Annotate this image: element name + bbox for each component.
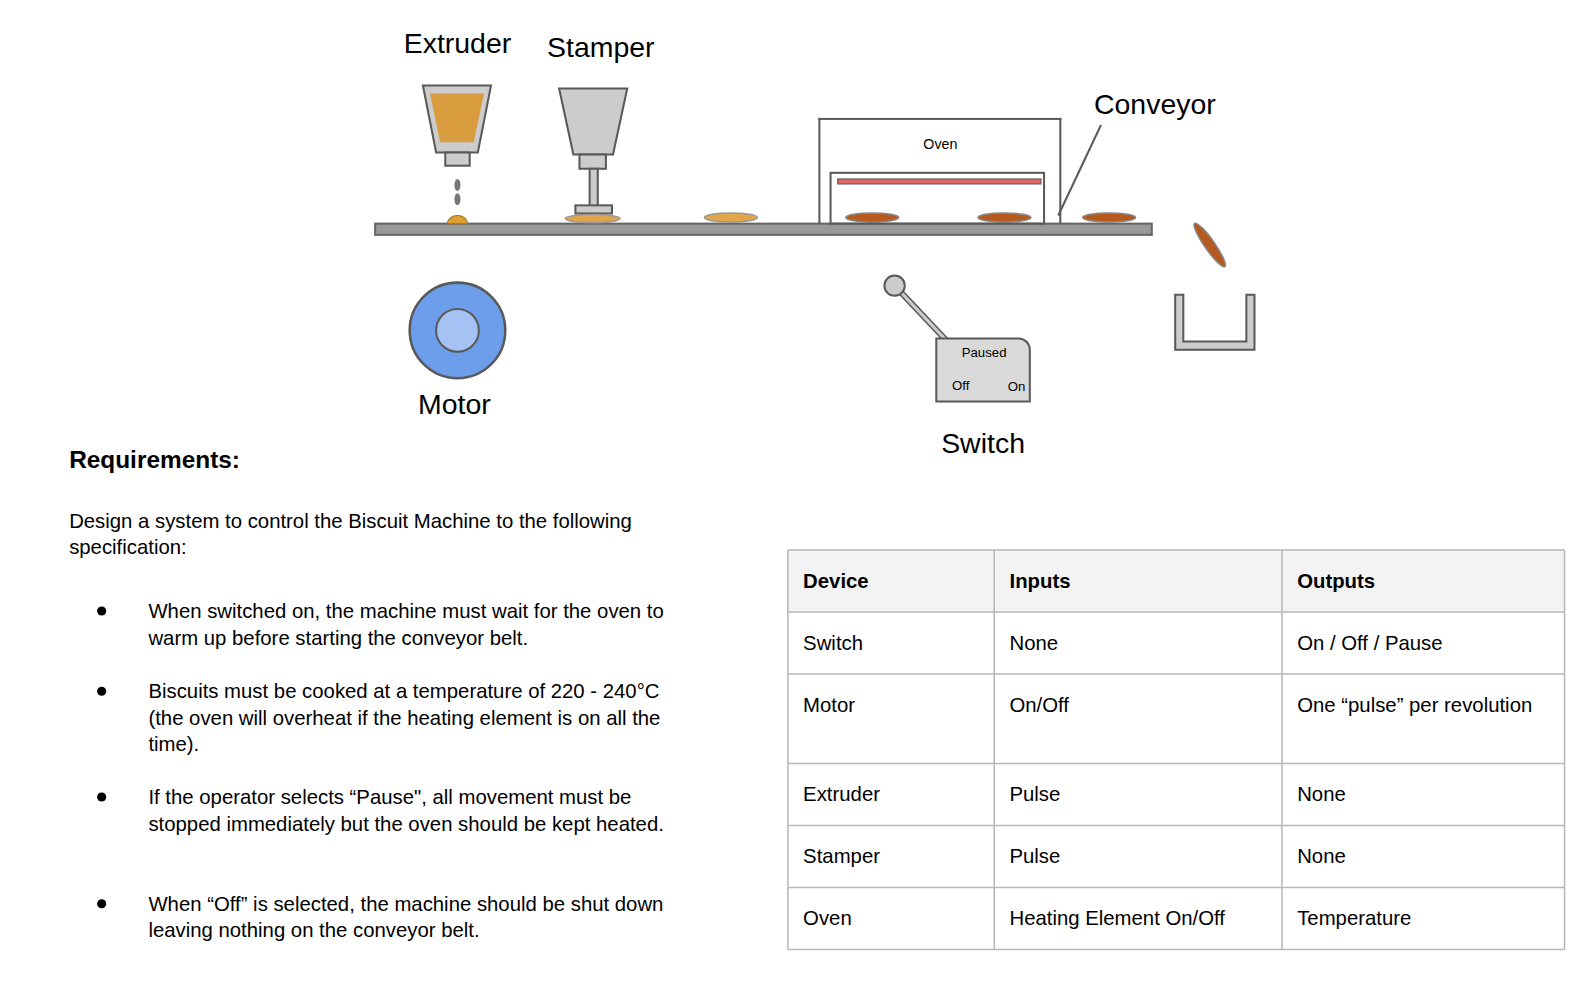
- table-cell: Extruder: [803, 781, 979, 807]
- bullet-dot: [97, 792, 106, 801]
- motor-node: Motor: [410, 283, 506, 379]
- requirement-item: If the operator selects “Pause", all mov…: [148, 784, 697, 837]
- stamper-rod: [590, 169, 598, 207]
- motor-disc: [410, 283, 506, 379]
- stamper-body: [559, 88, 627, 154]
- leader-line: [1058, 125, 1101, 215]
- extruder-nozzle: [445, 152, 469, 165]
- requirement-item: When switched on, the machine must wait …: [148, 598, 697, 651]
- table-cell: Switch: [803, 629, 979, 655]
- node-label: Stamper: [547, 34, 655, 62]
- extruder-hopper: [423, 85, 491, 152]
- collection-bin: [1175, 295, 1254, 350]
- node-label: Off: [952, 379, 969, 392]
- baked-biscuit: [1083, 213, 1136, 222]
- table-cell: Heating Element On/Off: [1009, 905, 1266, 931]
- table-header-cell: Outputs: [1297, 567, 1549, 593]
- stamper-neck: [579, 155, 605, 169]
- node-label: Switch: [941, 430, 1025, 458]
- stamper-node: Stamper: [559, 88, 627, 169]
- raw-biscuit: [705, 213, 758, 222]
- node-label: Paused: [962, 346, 1007, 359]
- table-header-cell: Device: [803, 567, 979, 593]
- extruder-dough: [430, 94, 484, 143]
- section-heading: Requirements:: [69, 446, 577, 472]
- switch-knob: [884, 275, 904, 295]
- switch-lever: [895, 286, 948, 342]
- table-grid: [788, 550, 1565, 950]
- intro-paragraph: Design a system to control the Biscuit M…: [69, 507, 638, 560]
- table-cell: Stamper: [803, 843, 979, 869]
- table-cell: None: [1009, 629, 1266, 655]
- node-label: Extruder: [404, 29, 512, 57]
- table-cell: Pulse: [1009, 843, 1266, 869]
- table-cell: One “pulse” per revolution: [1297, 691, 1549, 717]
- table-cell: On / Off / Pause: [1297, 629, 1549, 655]
- table-cell: None: [1297, 843, 1549, 869]
- table-cell: On/Off: [1009, 691, 1266, 717]
- motor-hub: [436, 309, 479, 352]
- switch-lever: [895, 286, 948, 342]
- bullet-dot: [97, 899, 106, 908]
- oven-box: Oven: [818, 118, 1061, 224]
- node-label: Oven: [923, 137, 957, 151]
- conveyor-belt: [375, 224, 1152, 235]
- bullet-dot: [97, 606, 106, 615]
- table-cell: Motor: [803, 691, 979, 717]
- bullet-dot: [97, 687, 106, 696]
- falling-biscuit: [1190, 220, 1229, 269]
- table-cell: Oven: [803, 905, 979, 931]
- table-cell: Temperature: [1297, 905, 1549, 931]
- dough-drop: [454, 179, 460, 191]
- raw-biscuit: [565, 215, 620, 223]
- dough-blob: [447, 216, 467, 224]
- table-cell: Pulse: [1009, 781, 1266, 807]
- stamper-plate: [575, 205, 612, 213]
- table-cell: None: [1297, 781, 1549, 807]
- table-header-cell: Inputs: [1009, 567, 1266, 593]
- oven-chamber: [831, 173, 1044, 224]
- node-label: On: [1008, 380, 1026, 393]
- requirement-item: When “Off” is selected, the machine shou…: [148, 891, 697, 944]
- dough-drop: [454, 193, 460, 205]
- part-label: Conveyor: [1094, 90, 1216, 118]
- heating-element: [838, 179, 1041, 184]
- requirement-item: Biscuits must be cooked at a temperature…: [148, 678, 697, 757]
- node-label: Motor: [418, 390, 491, 418]
- baked-biscuit: [978, 213, 1031, 222]
- baked-biscuit: [846, 213, 899, 222]
- table-header-bg: [788, 550, 1565, 612]
- extruder-node: Extruder: [423, 85, 491, 166]
- switch-box: PausedOffOnSwitch: [935, 338, 1031, 403]
